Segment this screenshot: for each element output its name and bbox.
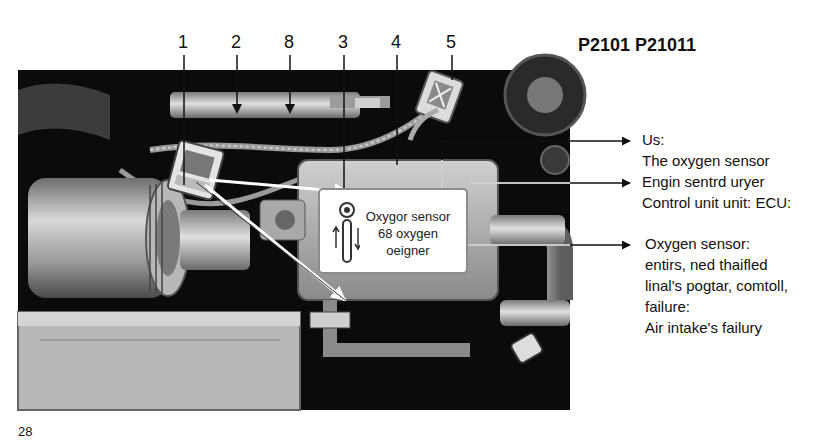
annotation-text: failure: <box>645 298 690 316</box>
annotation-text: linal's pogtar, comtoll, <box>645 277 788 295</box>
callout-number: 8 <box>284 32 294 54</box>
annotation-text: Air intake's failury <box>645 319 762 337</box>
callout-number: 3 <box>338 32 348 54</box>
page-number: 28 <box>18 424 32 440</box>
callout-number: 4 <box>391 32 401 54</box>
annotation-text: Control unit unit: ECU: <box>642 194 791 212</box>
diagram-title: P2101 P21011 <box>578 35 696 56</box>
annotation-text: Oxygen sensor: <box>645 235 750 253</box>
annotation-text: entirs, ned thaifled <box>645 256 768 274</box>
annotation-text: Engin sentrd uryer <box>642 173 765 191</box>
callout-number: 1 <box>178 32 188 54</box>
callout-number: 5 <box>446 32 456 54</box>
sensor-symbol <box>330 198 360 268</box>
annotation-text: Us: <box>642 131 665 149</box>
annotation-text: The oxygen sensor <box>642 152 770 170</box>
callout-number: 2 <box>231 32 241 54</box>
sensor-label: Oxygor sensor 68 oxygen oeigner <box>360 208 456 259</box>
sensor-box: Oxygor sensor 68 oxygen oeigner <box>318 188 468 274</box>
